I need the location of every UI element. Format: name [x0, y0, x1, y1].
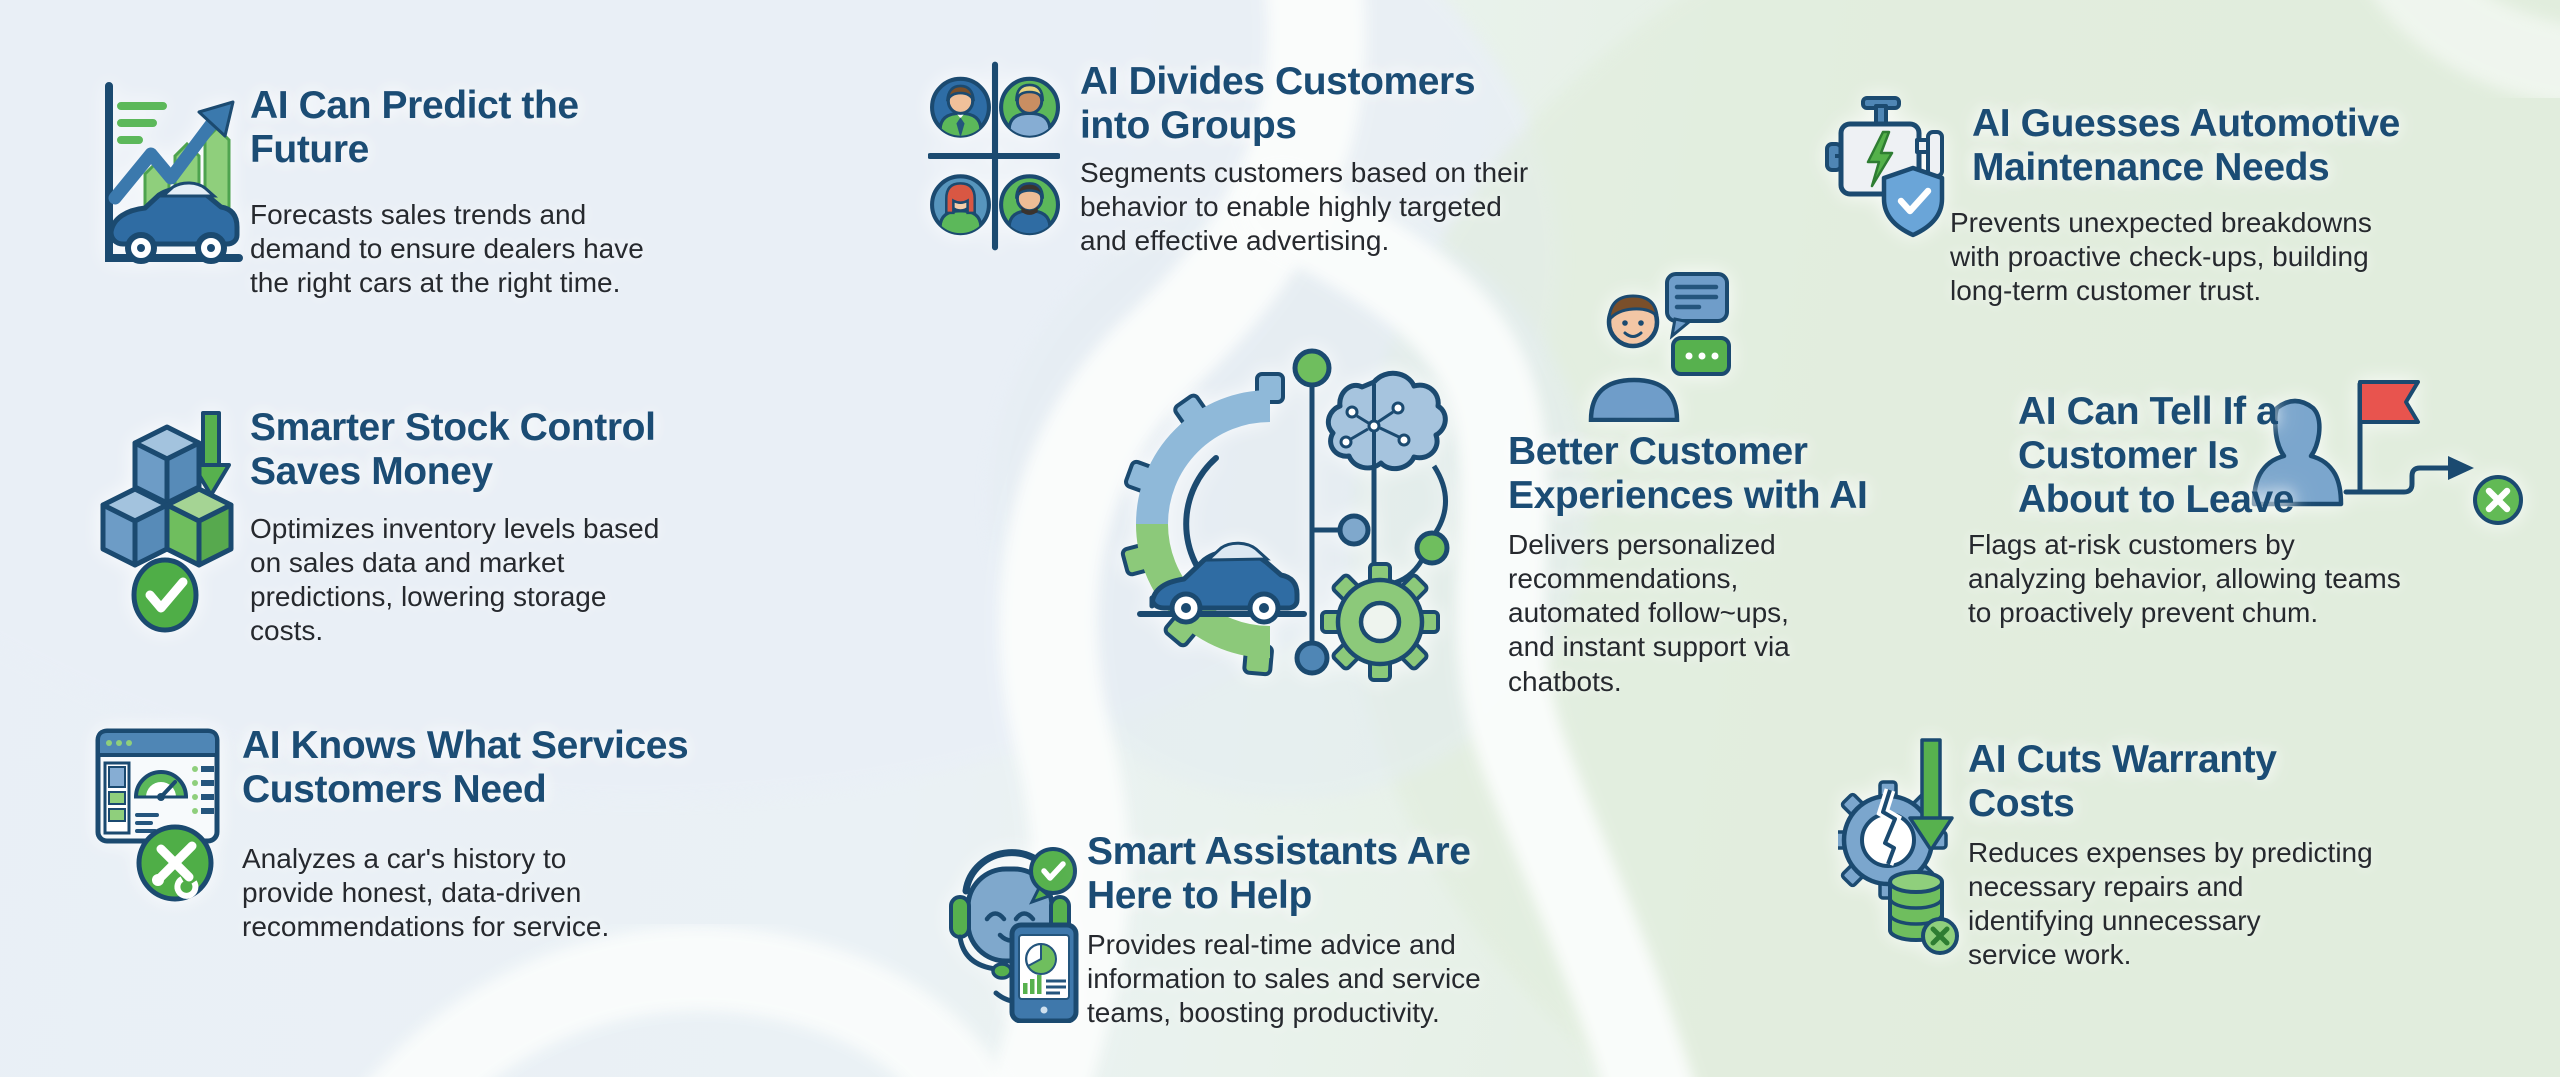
item-body: Reduces expenses by predicting necessary…: [1968, 837, 2373, 971]
item-body: Analyzes a car's history to provide hone…: [242, 843, 610, 943]
broken-gear-coins-icon: [1838, 734, 1966, 984]
item-title: Smarter Stock Control Saves Money: [250, 406, 656, 494]
item-body: Segments customers based on their behavi…: [1080, 157, 1529, 257]
item-title: AI Knows What Services Customers Need: [242, 724, 689, 812]
robot-assistant-icon: [940, 833, 1080, 1023]
item-title: AI Divides Customers into Groups: [1080, 60, 1476, 148]
item-body: Provides real-time advice and informatio…: [1087, 929, 1481, 1029]
item-title: AI Can Tell If a Customer Is About to Le…: [2018, 390, 2295, 522]
item-body: Delivers personalized recommendations, a…: [1508, 529, 1790, 697]
trend-chart-car-icon: [95, 78, 245, 276]
item-body: Forecasts sales trends and demand to ens…: [250, 199, 644, 299]
item-title: Smart Assistants Are Here to Help: [1087, 830, 1471, 918]
engine-shield-icon: [1825, 92, 1950, 257]
item-body: Optimizes inventory levels based on sale…: [250, 513, 660, 647]
service-dashboard-icon: [95, 725, 220, 905]
churn-flag-icon: [2250, 370, 2550, 530]
ai-automotive-core-icon: [1112, 316, 1462, 704]
item-title: AI Cuts Warranty Costs: [1968, 738, 2277, 826]
item-body: Flags at-risk customers by analyzing beh…: [1968, 529, 2401, 629]
item-title: Better Customer Experiences with AI: [1508, 430, 1868, 518]
item-body: Prevents unexpected breakdowns with proa…: [1950, 207, 2372, 307]
customer-chat-icon: [1583, 272, 1731, 422]
customer-segments-icon: [928, 60, 1060, 252]
item-title: AI Can Predict the Future: [250, 84, 579, 172]
inventory-boxes-icon: [95, 405, 235, 643]
item-title: AI Guesses Automotive Maintenance Needs: [1972, 102, 2400, 190]
